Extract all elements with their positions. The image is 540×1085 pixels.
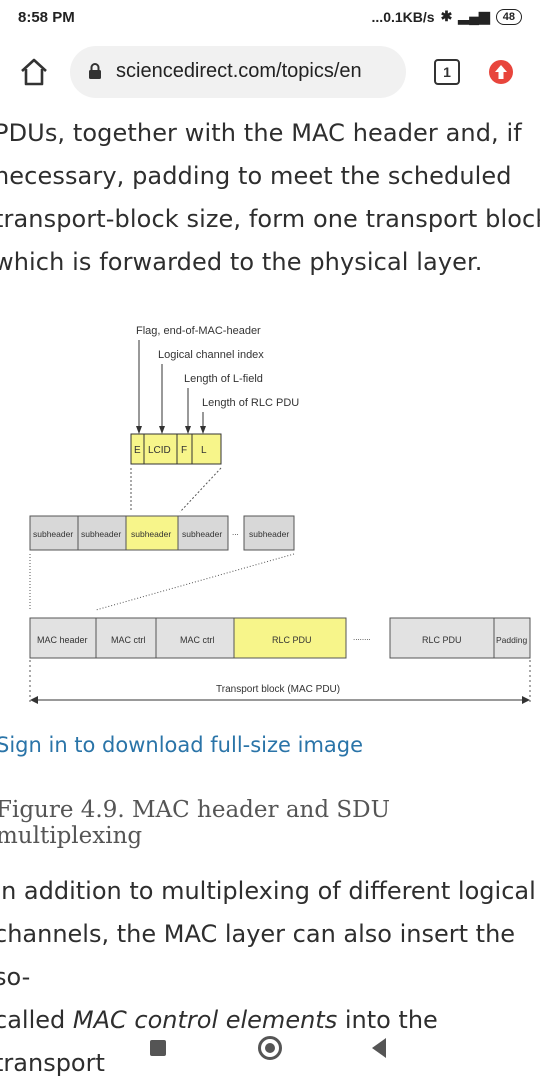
block-mac-ctrl: MAC ctrl (111, 635, 146, 645)
article-line: PDUs, together with the MAC header and, … (0, 119, 522, 147)
arrow-right-icon (522, 696, 530, 704)
block-mac-ctrl: MAC ctrl (180, 635, 215, 645)
subheader-label: subheader (182, 529, 222, 539)
recents-button[interactable] (150, 1040, 166, 1056)
subheader-row: subheader subheader subheader subheader … (29, 515, 295, 551)
pointer-arrowheads (136, 426, 206, 434)
back-button[interactable] (372, 1038, 386, 1058)
url-text: sciencedirect.com/topics/en (116, 60, 362, 82)
subheader-ellipsis: ... (232, 528, 239, 537)
field-lcid: LCID (148, 445, 171, 456)
text-run: into the transport (0, 1006, 438, 1077)
subheader-label-highlighted: subheader (131, 529, 171, 539)
arrow-left-icon (30, 696, 38, 704)
subheader-label: subheader (33, 529, 73, 539)
transport-block-label: Transport block (MAC PDU) (216, 684, 340, 695)
emphasis-term: MAC control elements (72, 1006, 338, 1034)
transport-block-row: MAC header MAC ctrl MAC ctrl RLC PDU RLC… (29, 617, 531, 659)
field-e: E (134, 445, 141, 456)
subheader-label: subheader (249, 529, 289, 539)
home-button[interactable] (258, 1036, 282, 1060)
battery-icon: 48 (495, 8, 522, 25)
bluetooth-icon: ✱ (440, 8, 453, 24)
article-line: which is forwarded to the physical layer… (0, 248, 483, 276)
status-time: 8:58 PM (18, 9, 75, 26)
block-rlc-pdu-highlighted: RLC PDU (272, 635, 312, 645)
header-field-bg (130, 433, 222, 465)
figure-caption: Figure 4.9. MAC header and SDU multiplex… (0, 797, 390, 849)
article-line: channels, the MAC layer can also insert … (0, 920, 516, 991)
status-bar: 8:58 PM ...0.1KB/s ✱ ▂▄▆ 48 (0, 0, 540, 34)
block-rlc-pdu: RLC PDU (422, 635, 462, 645)
article-paragraph: PDUs, together with the MAC header and, … (0, 112, 540, 284)
article-line: necessary, padding to meet the scheduled (0, 162, 512, 190)
lock-icon (89, 63, 101, 79)
network-speed: ...0.1KB/s (371, 8, 435, 25)
address-bar[interactable]: sciencedirect.com/topics/en (70, 46, 406, 98)
article-line: In addition to multiplexing of different… (0, 877, 536, 905)
article-line: called MAC control elements into the tra… (0, 999, 540, 1085)
field-l: L (201, 445, 207, 456)
update-icon[interactable] (488, 59, 514, 85)
article-line: transport-block size, form one transport… (0, 205, 540, 233)
label-l-field: Length of L-field (184, 373, 263, 385)
status-icons: ...0.1KB/s ✱ ▂▄▆ 48 (372, 8, 522, 25)
label-rlc-length: Length of RLC PDU (202, 397, 299, 409)
text-run: called (0, 1006, 73, 1034)
sign-in-download-link[interactable]: Sign in to download full-size image (0, 733, 364, 757)
tab-switcher-button[interactable]: 1 (434, 59, 460, 85)
system-nav-bar (0, 1020, 540, 1080)
label-lcid-index: Logical channel index (158, 349, 264, 361)
home-icon[interactable] (18, 56, 50, 88)
block-mac-header: MAC header (37, 635, 88, 645)
field-f: F (181, 445, 187, 456)
block-padding: Padding (496, 635, 527, 645)
browser-toolbar: sciencedirect.com/topics/en 1 (0, 40, 540, 104)
article-paragraph-2: In addition to multiplexing of different… (0, 870, 540, 1085)
subheader-label: subheader (81, 529, 121, 539)
signal-icon: ▂▄▆ (458, 8, 490, 24)
label-flag: Flag, end-of-MAC-header (136, 325, 261, 337)
block-dots: ........ (353, 633, 371, 642)
header-field-box: E LCID F L (130, 433, 222, 465)
mac-multiplexing-figure[interactable]: Flag, end-of-MAC-header Logical channel … (20, 310, 540, 710)
